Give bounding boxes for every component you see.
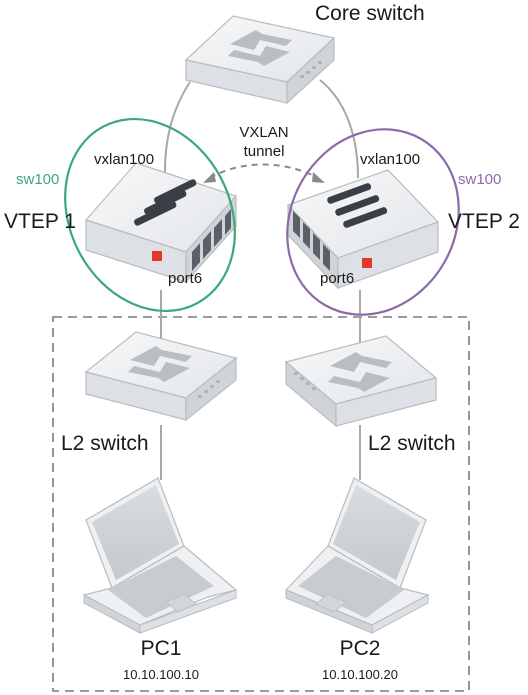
tunnel-arrowhead-right-icon xyxy=(312,172,325,183)
vtep2-vxlan-label: vxlan100 xyxy=(360,151,420,168)
lan-segment-box xyxy=(52,316,470,692)
vtep1-sw100-label: sw100 xyxy=(16,171,59,188)
l2-switch-left-label: L2 switch xyxy=(61,432,149,455)
pc2-ip-label: 10.10.100.20 xyxy=(322,667,398,682)
pc2-laptop-icon xyxy=(284,477,430,634)
l2-switch-left-icon xyxy=(84,331,238,422)
vtep1-sw100-ring xyxy=(64,117,236,313)
pc1-label: PC1 xyxy=(141,637,182,660)
pc2-label: PC2 xyxy=(340,637,381,660)
vtep2-sw100-label: sw100 xyxy=(458,171,501,188)
link-core-vtep2 xyxy=(319,79,359,179)
vtep1-firewall-icon xyxy=(84,162,238,284)
pc1-ip-label: 10.10.100.10 xyxy=(123,667,199,682)
core-switch-icon xyxy=(184,15,336,105)
vtep1-vxlan-label: vxlan100 xyxy=(94,151,154,168)
link-core-vtep1 xyxy=(163,81,191,179)
vtep2-label: VTEP 2 xyxy=(448,210,520,233)
tunnel-label-line1: VXLAN xyxy=(239,124,288,141)
vtep1-port-label: port6 xyxy=(168,270,202,287)
l2-switch-right-icon xyxy=(284,335,438,428)
vxlan-tunnel-arrow xyxy=(209,163,319,179)
vtep2-port-label: port6 xyxy=(320,270,354,287)
l2-switch-right-label: L2 switch xyxy=(368,432,456,455)
tunnel-arrowhead-left-icon xyxy=(203,172,216,183)
core-switch-label: Core switch xyxy=(315,2,425,25)
tunnel-label-line2: tunnel xyxy=(244,143,285,160)
pc1-laptop-icon xyxy=(82,477,238,634)
vtep2-firewall-icon xyxy=(286,169,440,290)
vtep1-label: VTEP 1 xyxy=(4,210,76,233)
vtep2-sw100-ring xyxy=(286,128,460,316)
